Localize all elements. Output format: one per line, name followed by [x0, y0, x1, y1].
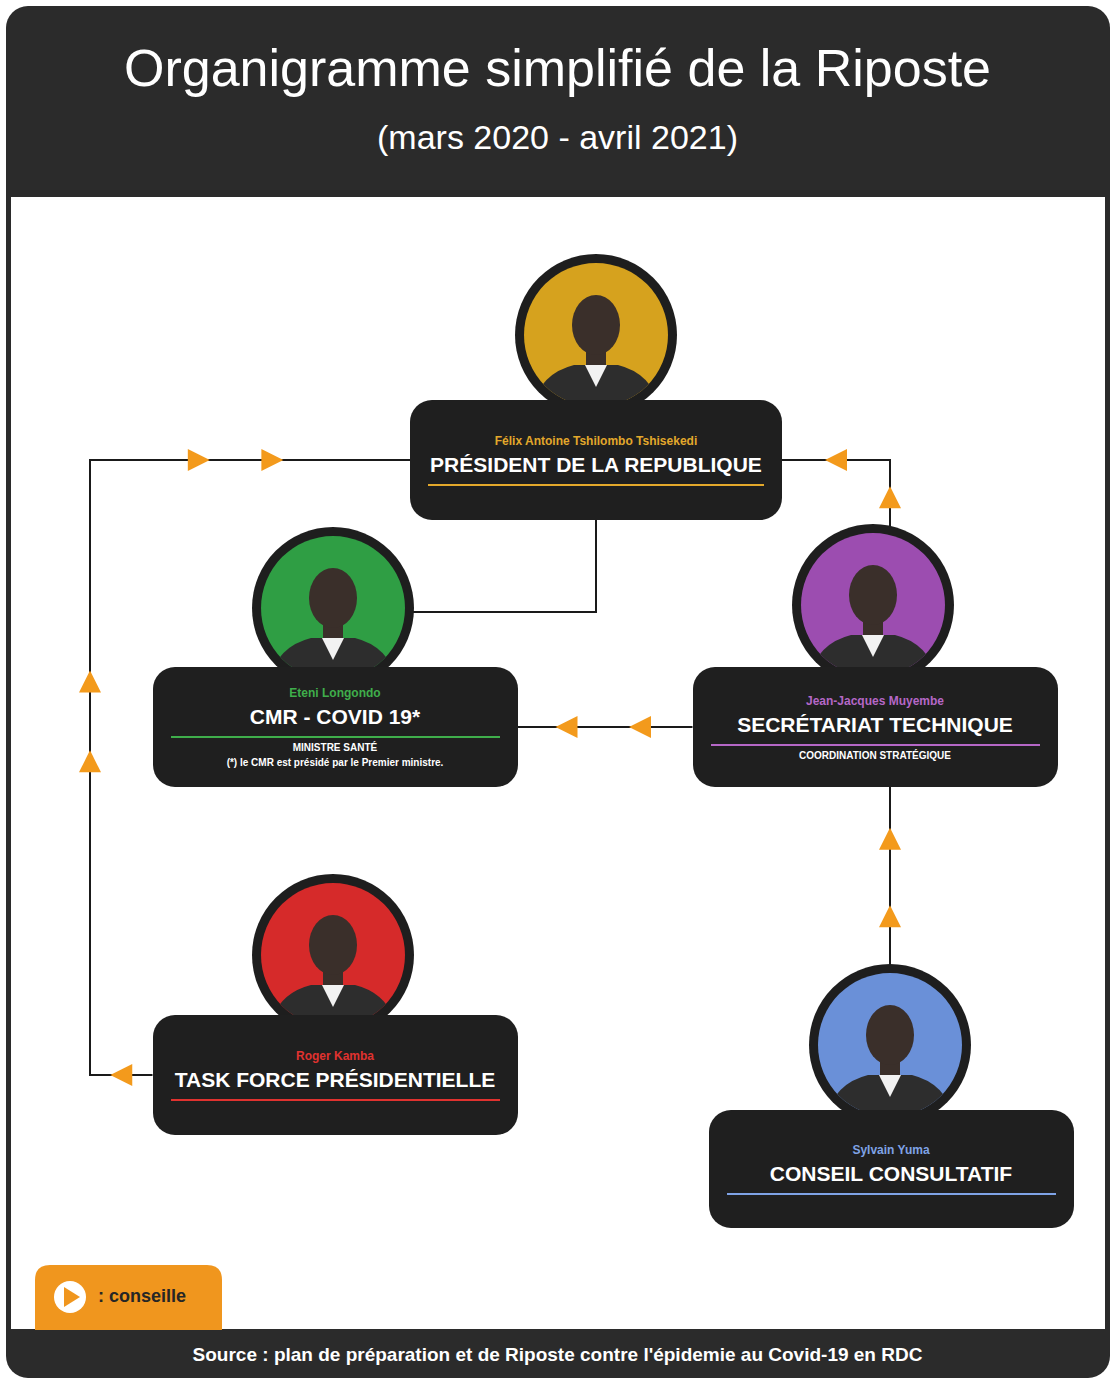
- unit-title: SECRÉTARIAT TECHNIQUE: [711, 713, 1040, 746]
- card-body: [11, 197, 1105, 1329]
- arrowhead: [879, 486, 901, 508]
- unit-title: CMR - COVID 19*: [171, 705, 500, 738]
- legend-item: : conseille: [98, 1286, 186, 1307]
- person-name: Félix Antoine Tshilombo Tshisekedi: [428, 434, 764, 448]
- legend-icon-arrow: [64, 1287, 80, 1307]
- person-name: Roger Kamba: [171, 1049, 500, 1063]
- org-box: Félix Antoine Tshilombo TshisekediPRÉSID…: [410, 400, 782, 520]
- unit-subtitle: (*) le CMR est présidé par le Premier mi…: [171, 757, 500, 768]
- source-caption: Source : plan de préparation et de Ripos…: [0, 1344, 1115, 1366]
- arrowhead: [825, 449, 847, 471]
- diagram-title: Organigramme simplifié de la Riposte: [0, 38, 1115, 98]
- unit-title: CONSEIL CONSULTATIF: [727, 1162, 1056, 1195]
- arrowhead: [110, 1064, 132, 1086]
- connector: [518, 726, 693, 728]
- date-range: (mars 2020 - avril 2021): [0, 118, 1115, 157]
- legend-tab: [35, 1265, 222, 1330]
- legend-text: : conseille: [98, 1286, 186, 1306]
- unit-subtitle: MINISTRE SANTÉ: [171, 742, 500, 753]
- arrowhead: [79, 670, 101, 692]
- portrait: [792, 524, 954, 691]
- arrowhead: [879, 905, 901, 927]
- unit-subtitle: COORDINATION STRATÉGIQUE: [711, 750, 1040, 761]
- person-name: Eteni Longondo: [171, 686, 500, 700]
- person-name: Jean-Jacques Muyembe: [711, 694, 1040, 708]
- arrowhead: [879, 828, 901, 850]
- arrowhead: [556, 716, 578, 738]
- portrait: [515, 254, 677, 421]
- legend-icon: [54, 1281, 86, 1313]
- org-box: Eteni LongondoCMR - COVID 19* MINISTRE SA…: [153, 667, 518, 787]
- unit-title: PRÉSIDENT DE LA REPUBLIQUE: [428, 453, 764, 486]
- arrowhead: [79, 750, 101, 772]
- arrowhead: [629, 716, 651, 738]
- arrowhead: [261, 449, 283, 471]
- org-box: Roger KambaTASK FORCE PRÉSIDENTIELLE: [153, 1015, 518, 1135]
- card-frame: [6, 6, 1110, 1378]
- org-box: Jean-Jacques MuyembeSECRÉTARIAT TECHNIQU…: [693, 667, 1058, 787]
- person-name: Sylvain Yuma: [727, 1143, 1056, 1157]
- unit-title: TASK FORCE PRÉSIDENTIELLE: [171, 1068, 500, 1101]
- portrait: [809, 964, 971, 1131]
- arrowhead: [188, 449, 210, 471]
- org-box: Sylvain YumaCONSEIL CONSULTATIF: [709, 1110, 1074, 1228]
